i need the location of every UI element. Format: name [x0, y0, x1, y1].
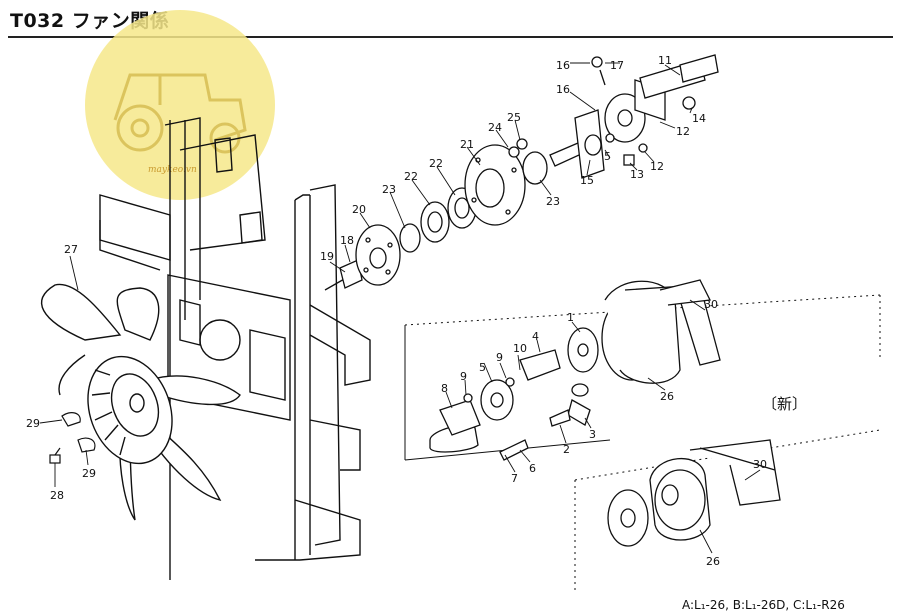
callout-26a: 26: [660, 390, 674, 403]
callout-22a: 22: [404, 170, 418, 183]
model-footnote: A:L₁-26, B:L₁-26D, C:L₁-R26: [682, 598, 845, 612]
cooling-fan: [40, 283, 241, 521]
callout-9a: 9: [496, 351, 503, 364]
callout-7: 7: [511, 472, 518, 485]
lower-drive-parts: [429, 279, 721, 461]
callout-25: 25: [507, 111, 521, 124]
callout-26b: 26: [706, 555, 720, 568]
callout-11: 11: [658, 54, 672, 67]
callout-14: 14: [692, 112, 706, 125]
callout-8: 8: [441, 382, 448, 395]
callout-4: 4: [532, 330, 539, 343]
callout-23a: 23: [382, 183, 396, 196]
callout-3: 3: [589, 428, 596, 441]
callout-20: 20: [352, 203, 366, 216]
new-variant-label: 〔新〕: [762, 395, 808, 413]
new-variant-assembly: [574, 429, 881, 590]
callout-29b: 29: [82, 467, 96, 480]
callout-22b: 22: [429, 157, 443, 170]
callout-labels: 27 29 29 28 19 18 20 23 22 22 21 24 25 2…: [26, 54, 767, 568]
callout-21: 21: [460, 138, 474, 151]
callout-19: 19: [320, 250, 334, 263]
callout-1: 1: [567, 311, 574, 324]
callout-27: 27: [64, 243, 78, 256]
callout-30a: 30: [704, 298, 718, 311]
watermark-logo: maykeo.vn: [85, 10, 275, 200]
callout-10: 10: [513, 342, 527, 355]
callout-5b: 5: [479, 361, 486, 374]
callout-6: 6: [529, 462, 536, 475]
callout-13: 13: [630, 168, 644, 181]
engine-frame: [99, 117, 371, 580]
leader-lines: [39, 62, 761, 554]
watermark-text: maykeo.vn: [148, 165, 197, 175]
callout-30b: 30: [753, 458, 767, 471]
callout-17: 17: [610, 59, 624, 72]
callout-12a: 12: [676, 125, 690, 138]
callout-5a: 5: [604, 150, 611, 163]
callout-12b: 12: [650, 160, 664, 173]
callout-15: 15: [580, 174, 594, 187]
callout-23b: 23: [546, 195, 560, 208]
callout-9b: 9: [460, 370, 467, 383]
callout-24: 24: [488, 121, 502, 134]
title-rule: [8, 36, 893, 38]
callout-29a: 29: [26, 417, 40, 430]
callout-16b: 16: [556, 83, 570, 96]
callout-18: 18: [340, 234, 354, 247]
fan-bolts: [49, 412, 96, 464]
callout-2: 2: [563, 443, 570, 456]
new-variant-parts: [607, 439, 781, 547]
callout-28: 28: [50, 489, 64, 502]
callout-16a: 16: [556, 59, 570, 72]
